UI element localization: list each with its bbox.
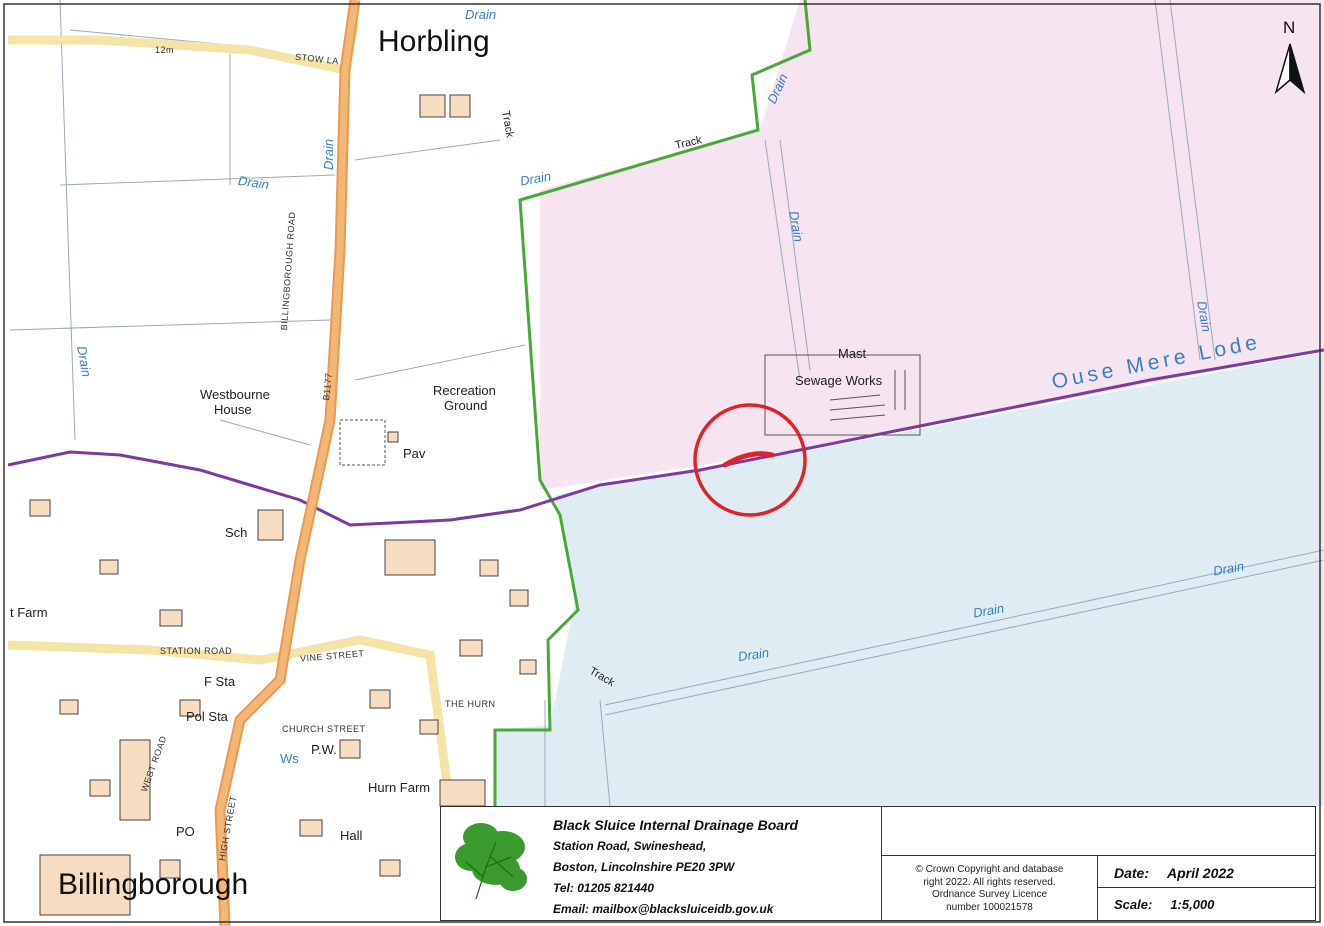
tree-logo-icon xyxy=(455,823,527,900)
road-orange-inner xyxy=(216,0,359,926)
label-sewage-works: Sewage Works xyxy=(795,373,883,388)
date-value: April 2022 xyxy=(1167,865,1234,881)
scale-value: 1:5,000 xyxy=(1170,897,1215,912)
sewage-works-compound xyxy=(764,354,921,436)
label-school: Sch xyxy=(225,525,248,540)
site-feature xyxy=(722,451,775,468)
scale-label: Scale: xyxy=(1114,897,1153,912)
town-label-billingborough: Billingborough xyxy=(58,868,249,901)
title-divider xyxy=(881,807,882,855)
label-drain-3: Drain xyxy=(465,7,497,22)
blue-area xyxy=(495,352,1324,806)
town-label-horbling: Horbling xyxy=(378,25,490,58)
label-post-office: PO xyxy=(176,824,195,839)
label-westbourne-house: House xyxy=(214,402,252,417)
boundary-green xyxy=(493,0,812,806)
date-box: Date: April 2022 xyxy=(1097,855,1315,888)
org-telephone: Tel: 01205 821440 xyxy=(553,881,654,895)
org-email[interactable]: Email: mailbox@blacksluiceidb.gov.uk xyxy=(553,902,774,916)
label-hall: Hall xyxy=(340,828,363,843)
label-ws: Ws xyxy=(280,751,299,766)
org-name: Black Sluice Internal Drainage Board xyxy=(553,817,799,833)
label-police-station: Pol Sta xyxy=(186,709,228,724)
label-westbourne: Westbourne xyxy=(200,387,270,402)
label-farm: t Farm xyxy=(10,605,48,620)
site-circle xyxy=(693,403,807,517)
label-mast: Mast xyxy=(838,346,867,361)
label-pav: Pav xyxy=(403,446,426,461)
label-recreation: Recreation xyxy=(433,383,496,398)
title-block: Black Sluice Internal Drainage Board Sta… xyxy=(440,806,1316,921)
road-yellow-station xyxy=(7,635,455,807)
north-arrow: N xyxy=(1270,18,1310,96)
label-hurn-farm: Hurn Farm xyxy=(368,780,431,795)
label-recreation-ground: Ground xyxy=(444,398,488,413)
pavilion xyxy=(387,431,399,443)
recreation-structure xyxy=(339,419,386,466)
label-the-hurn: THE HURN xyxy=(445,699,496,709)
label-station-road: STATION ROAD xyxy=(160,646,233,656)
boundary-purple xyxy=(7,348,1324,527)
pink-area xyxy=(540,0,1324,490)
north-arrow-icon xyxy=(1274,43,1306,95)
label-drain-2: Drain xyxy=(321,138,336,170)
scale-box: Scale: 1:5,000 xyxy=(1097,888,1315,921)
label-drain-1: Drain xyxy=(237,172,270,193)
north-letter: N xyxy=(1283,18,1296,37)
date-label: Date: xyxy=(1114,865,1150,881)
label-place-of-worship: P.W. xyxy=(311,742,337,757)
map-frame xyxy=(3,3,1321,923)
copyright-notice: © Crown Copyright and database right 202… xyxy=(881,855,1097,921)
org-address-1: Station Road, Swineshead, xyxy=(553,839,707,853)
label-church-street: CHURCH STREET xyxy=(282,724,366,734)
label-spot-height: 12m xyxy=(155,45,175,55)
copyright-line-4: number 100021578 xyxy=(946,901,1033,913)
field-lines xyxy=(9,0,1324,807)
copyright-line-1: © Crown Copyright and database xyxy=(915,864,1064,875)
copyright-line-2: right 2022. All rights reserved. xyxy=(923,876,1056,888)
org-address-2: Boston, Lincolnshire PE20 3PW xyxy=(553,860,735,874)
buildings xyxy=(29,94,537,916)
organisation-details: Black Sluice Internal Drainage Board Sta… xyxy=(553,817,883,923)
copyright-line-3: Ordnance Survey Licence xyxy=(931,889,1048,900)
label-fire-station: F Sta xyxy=(204,674,236,689)
